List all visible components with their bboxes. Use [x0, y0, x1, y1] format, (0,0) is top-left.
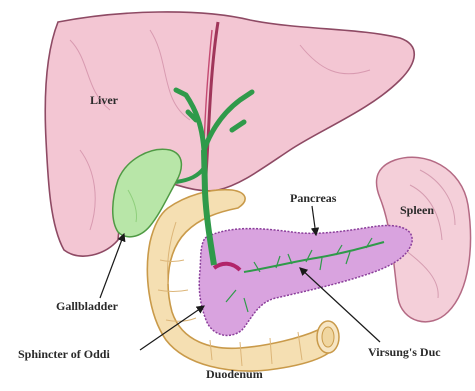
duodenum-label: Duodenum: [206, 367, 263, 381]
spleen-label: Spleen: [400, 203, 434, 217]
sphincter-of-oddi-label: Sphincter of Oddi: [18, 347, 110, 361]
gallbladder-label: Gallbladder: [56, 299, 119, 313]
virsungs-duct-label: Virsung's Duc: [368, 345, 441, 359]
pancreas-label: Pancreas: [290, 191, 337, 205]
liver: [45, 12, 414, 256]
pancreas: [199, 226, 412, 336]
liver-label: Liver: [90, 93, 119, 107]
pancreas-arrow: [312, 206, 316, 235]
